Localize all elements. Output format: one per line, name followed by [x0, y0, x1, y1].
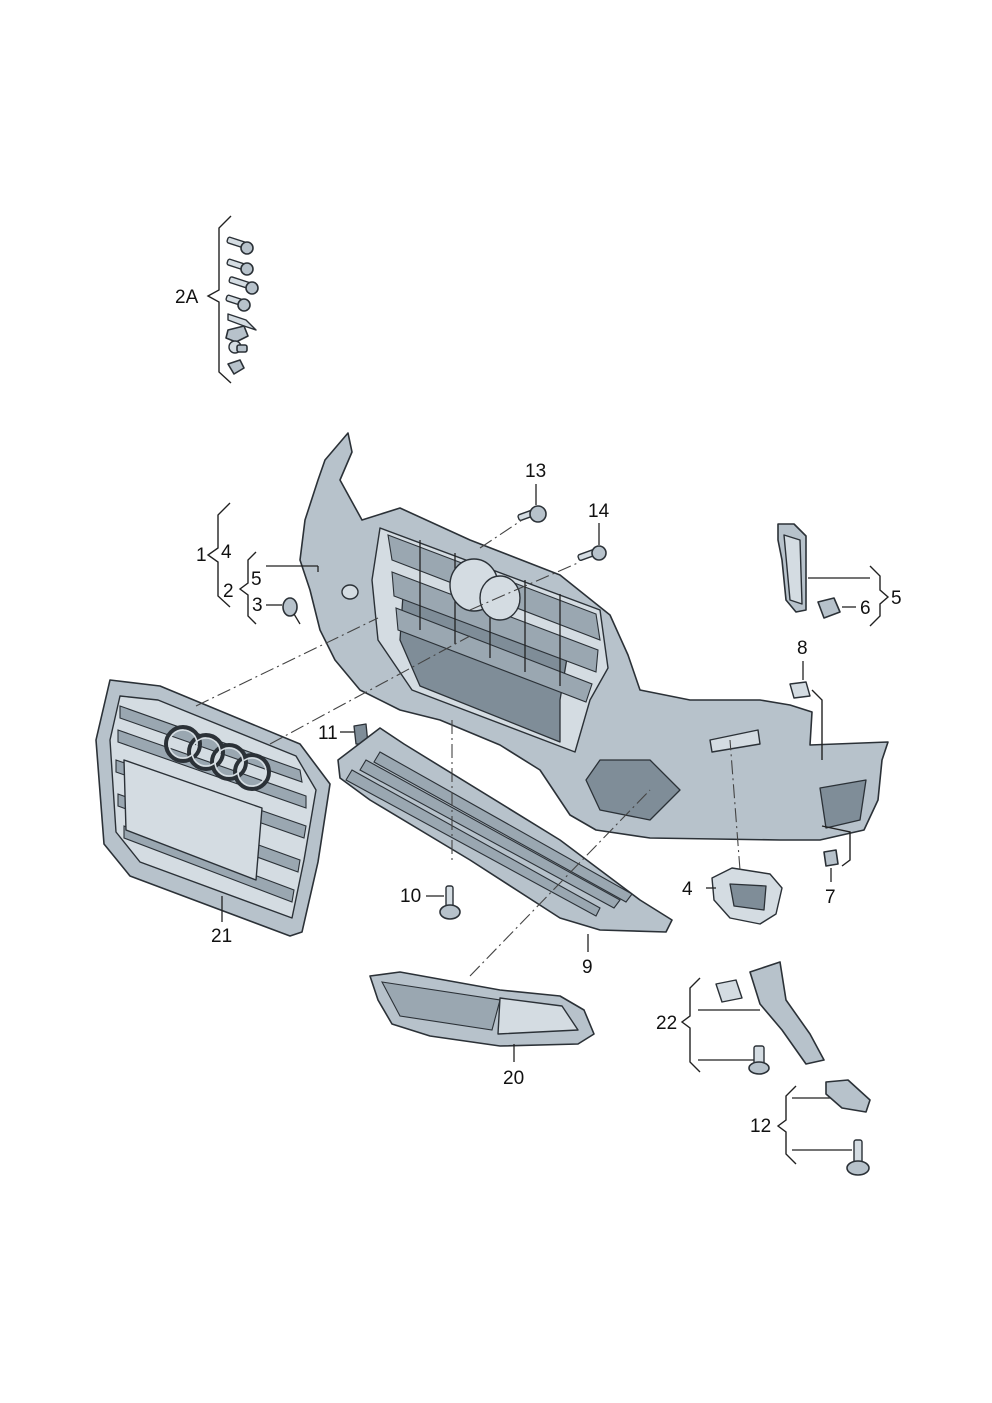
label-11: 11 [318, 723, 338, 744]
label-10: 10 [400, 886, 421, 907]
bracket-group-12: 12 [750, 1079, 871, 1176]
label-21: 21 [211, 926, 232, 947]
washer-nozzle-slot [709, 729, 761, 753]
clip-2a-7 [228, 340, 248, 354]
clip-8: 8 [789, 638, 823, 760]
tow-hook-hole [341, 584, 359, 600]
label-1: 1 [196, 545, 207, 566]
spoiler-ribs [345, 751, 633, 917]
license-plate-bracket [123, 759, 263, 881]
bracket-22 [749, 961, 825, 1065]
fog-opening [585, 759, 681, 821]
label-4-lower: 4 [682, 879, 693, 900]
screw-2a-3 [228, 276, 259, 295]
lower-spoiler-9: 9 [337, 720, 673, 978]
bracket-group-22: 22 [656, 961, 825, 1075]
label-5-right: 5 [891, 588, 902, 609]
nut-6 [817, 597, 841, 619]
nozzle-cover-4: 4 [682, 739, 783, 925]
group-1-bracket: 1 4 2 5 3 [196, 502, 319, 625]
clip-11: 11 [318, 723, 369, 745]
label-8: 8 [797, 638, 808, 659]
label-6: 6 [860, 598, 871, 619]
fastener-set-2a: 2A [175, 215, 259, 384]
screw-13: 13 [479, 461, 547, 549]
plug-3 [282, 597, 301, 625]
fog-grille-20: 20 [369, 789, 651, 1089]
clip-7: 7 [821, 825, 851, 908]
label-5-left: 5 [251, 569, 262, 590]
bumper-cover [299, 432, 889, 841]
label-2: 2 [223, 581, 234, 602]
screw-2a-1 [226, 236, 254, 255]
screw-10: 10 [400, 885, 461, 920]
screw-2a-4 [225, 294, 251, 312]
label-13: 13 [525, 461, 546, 482]
label-4-upper: 4 [221, 542, 232, 563]
clip-2a-5 [227, 313, 257, 331]
clip-2a-8 [227, 359, 245, 375]
label-7: 7 [825, 887, 836, 908]
four-rings-emblem [164, 725, 271, 791]
group-5-bracket: 5 6 [777, 523, 902, 627]
label-2a: 2A [175, 287, 199, 308]
label-12: 12 [750, 1116, 771, 1137]
label-20: 20 [503, 1068, 524, 1089]
label-9: 9 [582, 957, 593, 978]
label-3: 3 [252, 595, 263, 616]
screw-2a-2 [226, 258, 254, 276]
label-22: 22 [656, 1013, 677, 1034]
screw-14: 14 [469, 501, 610, 611]
nut-22 [715, 979, 743, 1003]
label-14: 14 [588, 501, 610, 522]
bumper-grille-opening-mesh [387, 534, 601, 703]
radiator-grille-21: 21 [95, 617, 471, 947]
clip-2a-6 [225, 325, 249, 343]
guide-12 [825, 1079, 871, 1113]
